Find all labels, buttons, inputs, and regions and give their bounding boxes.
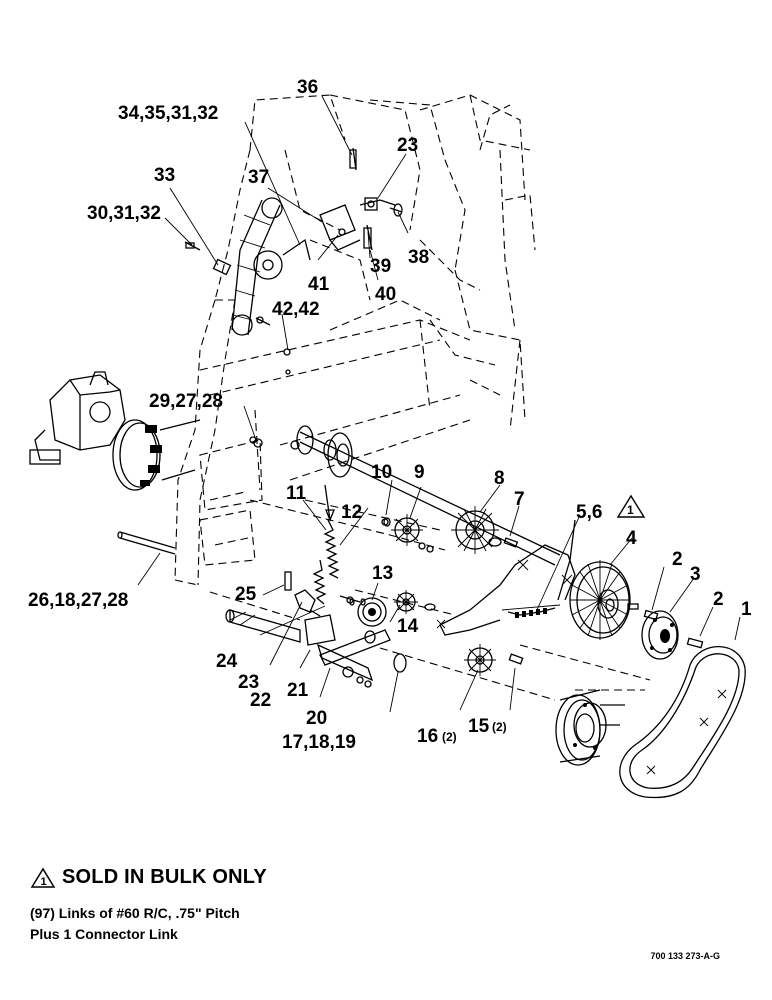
callout-9: 9 [414,462,425,483]
machine-frame [174,94,651,701]
washers [349,517,391,606]
sprocket-14 [394,590,436,614]
bulk-notice: 1 SOLD IN BULK ONLY [30,866,450,889]
callout-12: 12 [341,502,362,523]
main-shaft [290,425,561,566]
key-7 [503,537,519,548]
v-belt-1 [619,645,746,799]
callout-29-27-28: 29,27,28 [149,391,223,412]
roller-chain [436,519,576,636]
callout-22: 22 [250,690,271,711]
callout-10: 10 [371,462,392,483]
bulk-note-number: 1 [41,876,47,888]
bulk-notice-text: SOLD IN BULK ONLY [62,866,267,888]
callout-25: 25 [235,584,257,605]
callout-41: 41 [308,274,330,295]
callout-3: 3 [690,564,701,585]
callout-21: 21 [287,680,309,701]
callout-1: 1 [741,599,752,620]
sprocket-8 [451,506,502,554]
large-sprocket-4 [569,560,659,640]
callout-15: 15 [468,716,490,737]
callout-15-qty: (2) [492,720,507,734]
callout-23-upper: 23 [397,135,418,156]
callout-33: 33 [154,165,175,186]
callout-34-35-31-32: 34,35,31,32 [118,103,218,124]
callout-24: 24 [216,651,238,672]
callout-13: 13 [372,563,393,584]
leader-lines [137,95,741,713]
callout-8: 8 [494,468,505,489]
sprocket-16 [464,644,496,676]
callout-40: 40 [375,284,396,305]
lower-pulley [555,689,625,766]
connector-link-note: Plus 1 Connector Link [30,926,178,942]
upper-chain-assembly [231,197,311,336]
callout-39: 39 [370,256,391,277]
idler-sprocket-13 [339,595,387,627]
callout-42-42: 42,42 [272,299,320,320]
bearing-hub-3 [641,610,704,660]
callout-37: 37 [248,167,269,188]
callout-20: 20 [306,708,327,729]
callout-11: 11 [286,483,307,504]
callout-16-qty: (2) [442,730,457,744]
upper-tensioner-bracket [319,147,403,251]
bulk-only-marker: 1 [616,494,646,518]
callout-2b: 2 [713,589,724,610]
drawing-number: 700 133 273-A-G [650,951,720,961]
key-15 [508,653,524,665]
pin-rod [117,531,176,555]
callout-14: 14 [397,616,419,637]
callout-16: 16 [417,726,438,747]
callout-36: 36 [297,77,318,98]
callout-2a: 2 [672,549,683,570]
idler-arm-assembly [225,571,407,688]
chain-links-note: (97) Links of #60 R/C, .75" Pitch [30,905,240,921]
callout-38: 38 [408,247,429,268]
callout-4: 4 [626,528,637,549]
callout-labels: 36 34,35,31,32 23 33 37 30,31,32 38 39 4… [28,77,752,753]
callout-23-lower: 23 [238,672,259,693]
flange-hub [112,419,201,491]
callout-26-18-27-28: 26,18,27,28 [28,590,128,611]
callout-7: 7 [514,489,525,510]
warning-triangle-icon: 1 [30,867,56,888]
footnote: 1 SOLD IN BULK ONLY (97) Links of #60 R/… [30,866,450,945]
bulk-marker-number: 1 [627,503,634,517]
tension-spring [312,484,340,605]
callout-5-6: 5,6 [576,502,602,523]
callout-17-18-19: 17,18,19 [282,732,356,753]
small-fasteners-upper-left [184,241,291,448]
gearbox [29,371,126,465]
callout-30-31-32: 30,31,32 [87,203,161,224]
